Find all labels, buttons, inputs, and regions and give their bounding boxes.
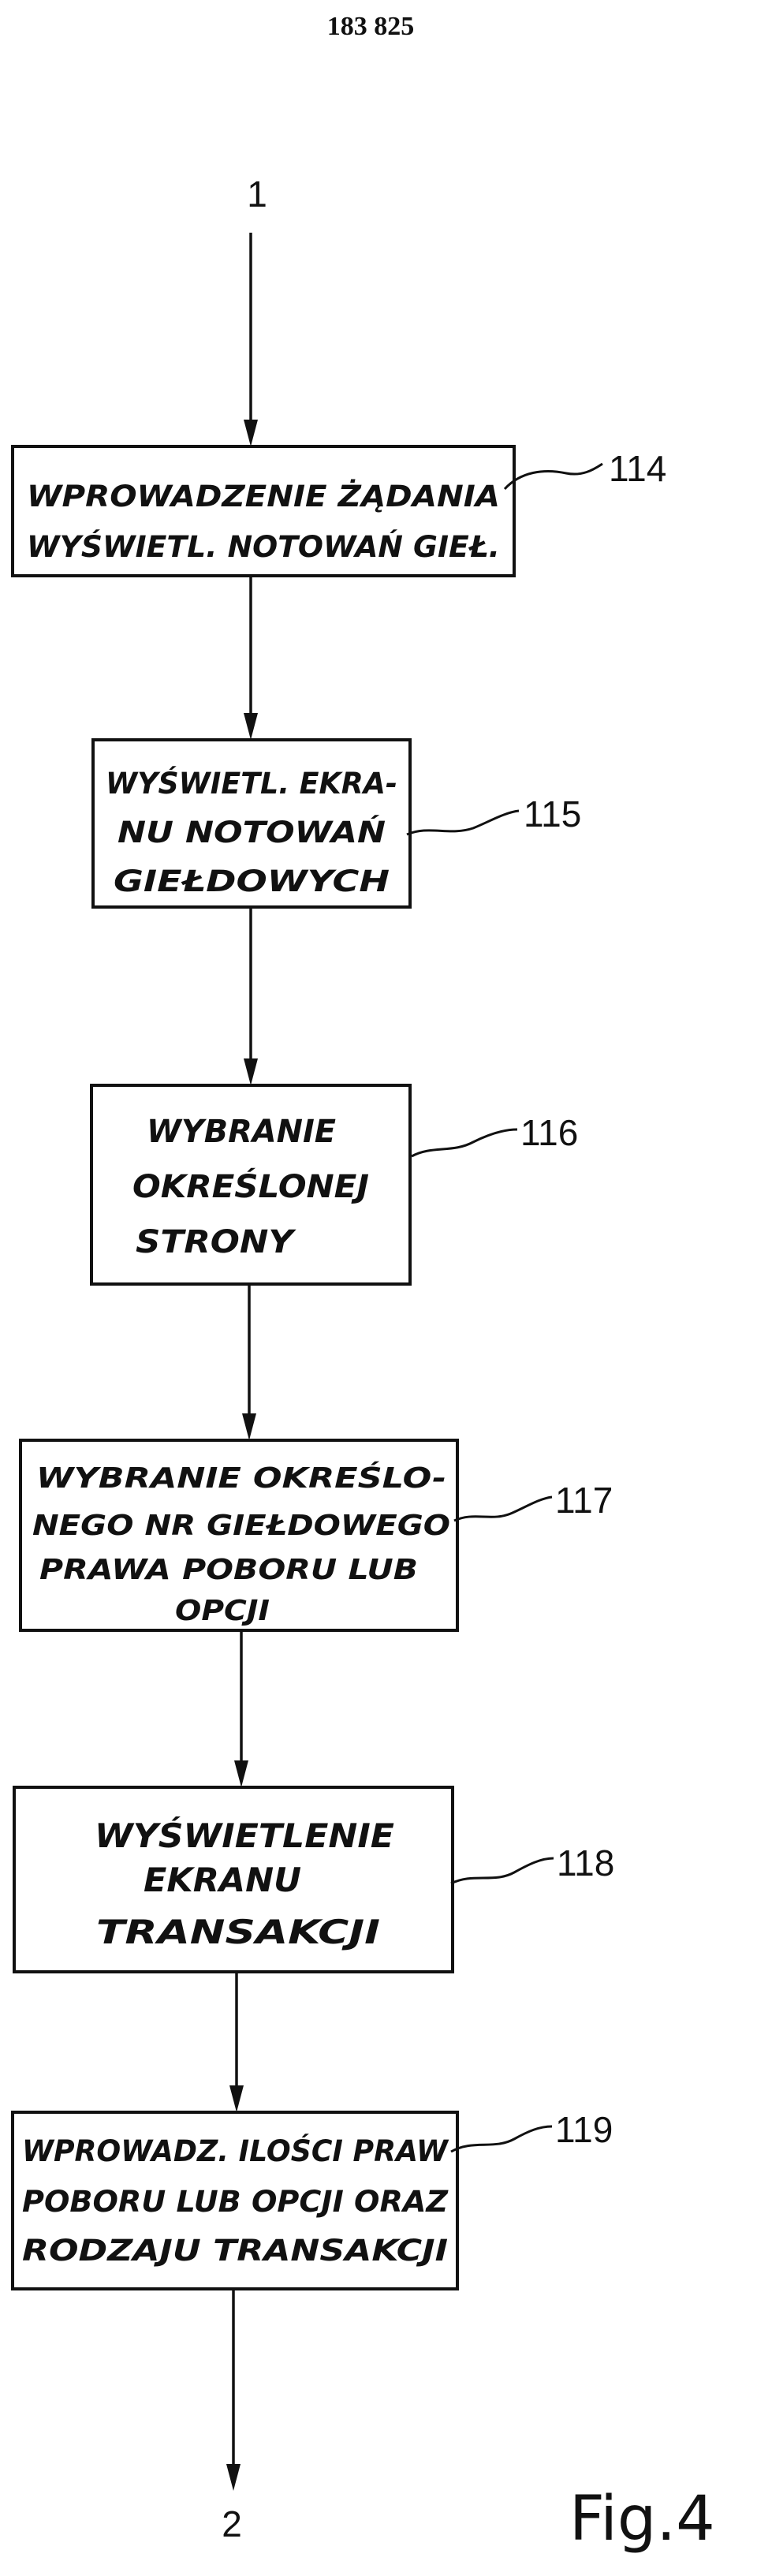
step-box-117	[19, 1439, 459, 1632]
step-116-line-2: OKREŚLONEJ	[132, 1167, 369, 1205]
leader-line-118	[450, 1857, 554, 1885]
arrowhead-115	[244, 713, 258, 740]
step-box-114	[11, 445, 516, 577]
arrowhead-119	[229, 2085, 244, 2112]
step-117-line-4: OPCJI	[175, 1595, 270, 1627]
step-117-line-3: PRAWA POBORU LUB	[39, 1554, 418, 1586]
step-114: WPROWADZENIE ŻĄDANIA WYŚWIETL. NOTOWAŃ G…	[11, 445, 666, 577]
figure-label: Fig.4	[569, 2484, 715, 2555]
step-115-line-1: WYŚWIETL. EKRA-	[106, 766, 397, 801]
ref-label-114: 114	[609, 448, 666, 489]
leader-line-114	[503, 462, 603, 491]
ref-label-115: 115	[524, 793, 581, 834]
step-115: WYŚWIETL. EKRA- NU NOTOWAŃ GIEŁDOWYCH 11…	[91, 738, 581, 909]
step-116-line-1: WYBRANIE	[147, 1114, 336, 1150]
step-117-line-1: WYBRANIE OKREŚLO-	[36, 1462, 446, 1495]
end-connector-label: 2	[222, 2503, 242, 2544]
step-114-line-1: WPROWADZENIE ŻĄDANIA	[27, 479, 500, 513]
step-118: WYŚWIETLENIE EKRANU TRANSAKCJI 118	[13, 1786, 614, 1973]
step-box-119	[11, 2111, 459, 2290]
step-116-line-3: STRONY	[136, 1224, 296, 1260]
step-119: WPROWADZ. ILOŚCI PRAW POBORU LUB OPCJI O…	[11, 2109, 613, 2290]
arrowhead-116	[244, 1058, 258, 1085]
step-119-line-1: WPROWADZ. ILOŚCI PRAW	[22, 2134, 449, 2168]
leader-line-116	[411, 1128, 518, 1158]
arrowhead-114	[244, 420, 258, 446]
arrowhead-117	[242, 1413, 256, 1440]
step-box-118	[13, 1786, 454, 1973]
step-117: WYBRANIE OKREŚLO- NEGO NR GIEŁDOWEGO PRA…	[19, 1439, 613, 1632]
step-box-116	[90, 1084, 412, 1286]
ref-label-119: 119	[555, 2109, 613, 2150]
page-number: 183 825	[327, 12, 415, 41]
leader-line-117	[453, 1495, 553, 1522]
flow-lines	[226, 233, 258, 2491]
step-117-line-2: NEGO NR GIEŁDOWEGO	[32, 1510, 450, 1542]
arrowhead-end	[226, 2464, 241, 2491]
ref-label-117: 117	[555, 1480, 613, 1521]
step-115-line-2: NU NOTOWAŃ	[117, 815, 386, 849]
leader-line-115	[406, 809, 520, 836]
step-box-115	[91, 738, 412, 909]
step-118-line-1: WYŚWIETLENIE	[95, 1816, 394, 1855]
leader-line-119	[450, 2125, 553, 2153]
ref-label-116: 116	[520, 1112, 578, 1153]
step-118-line-2: EKRANU	[144, 1861, 301, 1899]
step-119-line-2: POBORU LUB OPCJI ORAZ	[22, 2185, 449, 2219]
step-118-line-3: TRANSAKCJI	[96, 1913, 380, 1951]
ref-label-118: 118	[557, 1842, 614, 1883]
step-115-line-3: GIEŁDOWYCH	[114, 864, 390, 898]
step-119-line-3: RODZAJU TRANSAKCJI	[22, 2234, 448, 2268]
step-114-line-2: WYŚWIETL. NOTOWAŃ GIEŁ.	[27, 529, 500, 564]
step-116: WYBRANIE OKREŚLONEJ STRONY 116	[90, 1084, 578, 1286]
start-connector-label: 1	[247, 174, 267, 215]
arrowhead-118	[234, 1760, 248, 1787]
